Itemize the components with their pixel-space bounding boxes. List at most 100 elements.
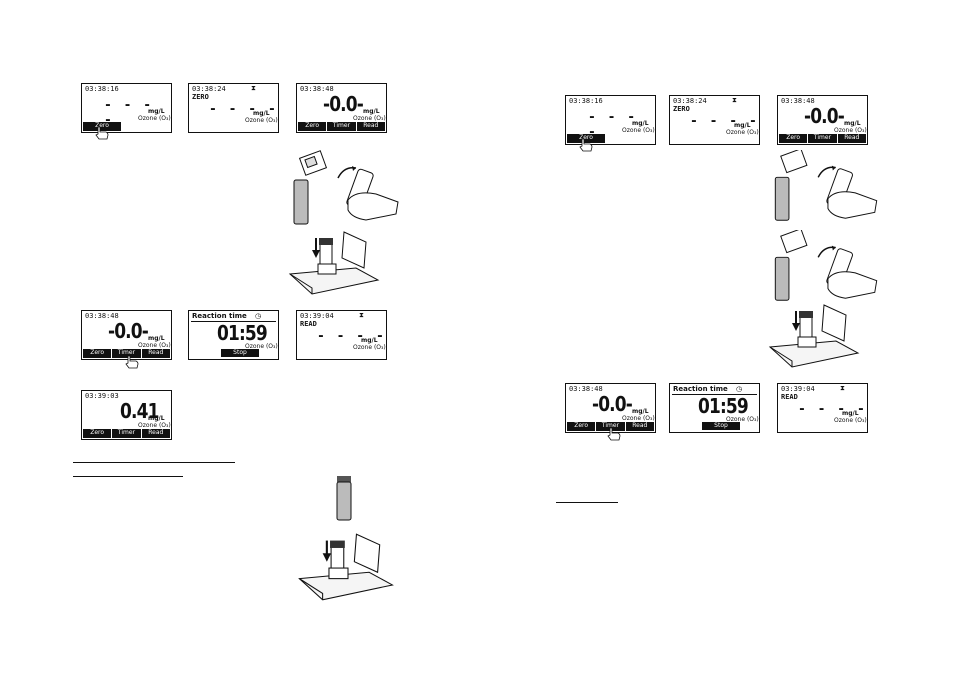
reading-value: -0.0- bbox=[108, 319, 149, 343]
softkey-bar: Zero Timer Read bbox=[297, 122, 386, 132]
timer-key[interactable]: Timer bbox=[596, 422, 625, 431]
parameter-label: Ozone (O₃) bbox=[138, 422, 171, 429]
lcd-screen-zero-result: 03:38:48 -0.0- mg/L Ozone (O₃) Zero Time… bbox=[296, 83, 387, 133]
screen-time: 03:38:48 bbox=[569, 385, 603, 393]
reading-dashes: - - - - bbox=[104, 98, 154, 128]
zero-status: ZERO bbox=[673, 105, 690, 113]
timer-key[interactable]: Timer bbox=[808, 134, 837, 143]
zero-key[interactable]: Zero bbox=[567, 134, 605, 143]
parameter-label: Ozone (O₃) bbox=[726, 129, 759, 136]
parameter-label: Ozone (O₃) bbox=[245, 343, 278, 350]
screen-time: 03:39:04 bbox=[781, 385, 815, 393]
pointing-hand-icon bbox=[125, 355, 139, 369]
unit-label: mg/L bbox=[148, 335, 165, 342]
countdown-value: 01:59 bbox=[217, 321, 268, 345]
reagent-packet-icon bbox=[298, 150, 328, 176]
hourglass-icon: ⧗ bbox=[251, 84, 256, 92]
screen-time: 03:38:48 bbox=[300, 85, 334, 93]
insert-vial-meter-illustration bbox=[768, 304, 860, 368]
reading-dashes: - - - - bbox=[690, 114, 759, 129]
clock-icon: ◷ bbox=[255, 312, 262, 320]
sample-vial-icon bbox=[774, 256, 790, 301]
zero-key[interactable]: Zero bbox=[567, 422, 596, 431]
zero-key[interactable]: Zero bbox=[83, 122, 121, 131]
reading-value: -0.0- bbox=[323, 92, 364, 116]
parameter-label: Ozone (O₃) bbox=[622, 127, 655, 134]
reading-dashes: - - - - bbox=[209, 102, 278, 117]
read-status: READ bbox=[300, 320, 317, 328]
unit-label: mg/L bbox=[842, 410, 859, 417]
lcd-screen-reading: 03:39:04 ⧗ READ - - - - mg/L Ozone (O₃) bbox=[296, 310, 387, 360]
add-reagent-shake-illustration bbox=[293, 150, 399, 225]
screen-time: 03:38:24 bbox=[673, 97, 707, 105]
unit-label: mg/L bbox=[148, 415, 165, 422]
screen-time: 03:39:04 bbox=[300, 312, 334, 320]
unit-label: mg/L bbox=[632, 120, 649, 127]
insert-vial-meter-illustration bbox=[288, 231, 380, 295]
hourglass-icon: ⧗ bbox=[359, 311, 364, 319]
reagent-packet-icon bbox=[780, 150, 808, 174]
softkey-bar: Zero bbox=[566, 134, 655, 144]
parameter-label: Ozone (O₃) bbox=[138, 342, 171, 349]
read-key[interactable]: Read bbox=[837, 134, 866, 143]
softkey-bar: Zero Timer Read bbox=[778, 134, 867, 144]
read-key[interactable]: Read bbox=[141, 429, 170, 438]
reading-dashes: - - - - bbox=[588, 110, 638, 140]
countdown-value: 01:59 bbox=[698, 394, 749, 418]
reagent-packet-icon bbox=[780, 230, 808, 254]
read-key[interactable]: Read bbox=[356, 122, 385, 131]
hourglass-icon: ⧗ bbox=[732, 96, 737, 104]
pointing-hand-icon bbox=[607, 427, 621, 441]
parameter-label: Ozone (O₃) bbox=[834, 417, 867, 424]
lcd-screen-final-result: 03:39:03 0.41 mg/L Ozone (O₃) Zero Timer… bbox=[81, 390, 172, 440]
lcd-screen-reaction-time: Reaction time ◷ 01:59 Ozone (O₃) Stop bbox=[669, 383, 760, 433]
parameter-label: Ozone (O₃) bbox=[138, 115, 171, 122]
sample-vial-icon bbox=[293, 179, 309, 225]
sample-vial-icon bbox=[336, 476, 352, 521]
read-key[interactable]: Read bbox=[625, 422, 654, 431]
hand-shaking-vial-icon bbox=[346, 168, 399, 221]
reading-dashes: - - - - bbox=[317, 329, 386, 344]
unit-label: mg/L bbox=[361, 337, 378, 344]
timer-key[interactable]: Timer bbox=[327, 122, 356, 131]
parameter-label: Ozone (O₃) bbox=[353, 344, 386, 351]
lcd-screen-zero-result: 03:38:48 -0.0- mg/L Ozone (O₃) Zero Time… bbox=[777, 95, 868, 145]
hourglass-icon: ⧗ bbox=[840, 384, 845, 392]
lcd-screen-zero-prompt: 03:38:16 - - - - mg/L Ozone (O₃) Zero bbox=[81, 83, 172, 133]
reading-value: -0.0- bbox=[592, 392, 633, 416]
unit-label: mg/L bbox=[734, 122, 751, 129]
add-reagent-shake-illustration bbox=[774, 150, 878, 221]
stop-key[interactable]: Stop bbox=[221, 349, 259, 357]
zero-key[interactable]: Zero bbox=[779, 134, 808, 143]
pointing-hand-icon bbox=[95, 126, 109, 140]
zero-status: ZERO bbox=[192, 93, 209, 101]
parameter-label: Ozone (O₃) bbox=[353, 115, 386, 122]
zero-key[interactable]: Zero bbox=[298, 122, 327, 131]
add-reagent-shake-illustration bbox=[774, 230, 878, 301]
softkey-bar: Zero Timer Read bbox=[82, 349, 171, 359]
screen-time: 03:38:24 bbox=[192, 85, 226, 93]
unit-label: mg/L bbox=[844, 120, 861, 127]
zero-key[interactable]: Zero bbox=[83, 349, 112, 358]
timer-key[interactable]: Timer bbox=[112, 349, 141, 358]
title-divider bbox=[672, 394, 757, 395]
unit-label: mg/L bbox=[148, 108, 165, 115]
reaction-time-title: Reaction time bbox=[192, 312, 247, 320]
section-underline bbox=[73, 476, 183, 477]
zero-key[interactable]: Zero bbox=[83, 429, 112, 438]
reading-value: 0.41 bbox=[120, 399, 159, 423]
timer-key[interactable]: Timer bbox=[112, 429, 141, 438]
screen-time: 03:38:48 bbox=[781, 97, 815, 105]
lcd-screen-reading: 03:39:04 ⧗ READ - - - - mg/L Ozone (O₃) bbox=[777, 383, 868, 433]
stop-key[interactable]: Stop bbox=[702, 422, 740, 430]
softkey-bar: Zero Timer Read bbox=[566, 422, 655, 432]
lcd-screen-zero-prompt: 03:38:16 - - - - mg/L Ozone (O₃) Zero bbox=[565, 95, 656, 145]
unit-label: mg/L bbox=[632, 408, 649, 415]
lcd-screen-zeroing: 03:38:24 ⧗ ZERO - - - - mg/L Ozone (O₃) bbox=[188, 83, 279, 133]
parameter-label: Ozone (O₃) bbox=[622, 415, 655, 422]
lcd-screen-reaction-time: Reaction time ◷ 01:59 Ozone (O₃) Stop bbox=[188, 310, 279, 360]
insert-vial-meter-illustration bbox=[298, 533, 394, 601]
softkey-bar: Zero bbox=[82, 122, 171, 132]
read-key[interactable]: Read bbox=[141, 349, 170, 358]
lcd-screen-timer-prompt: 03:38:48 -0.0- mg/L Ozone (O₃) Zero Time… bbox=[81, 310, 172, 360]
